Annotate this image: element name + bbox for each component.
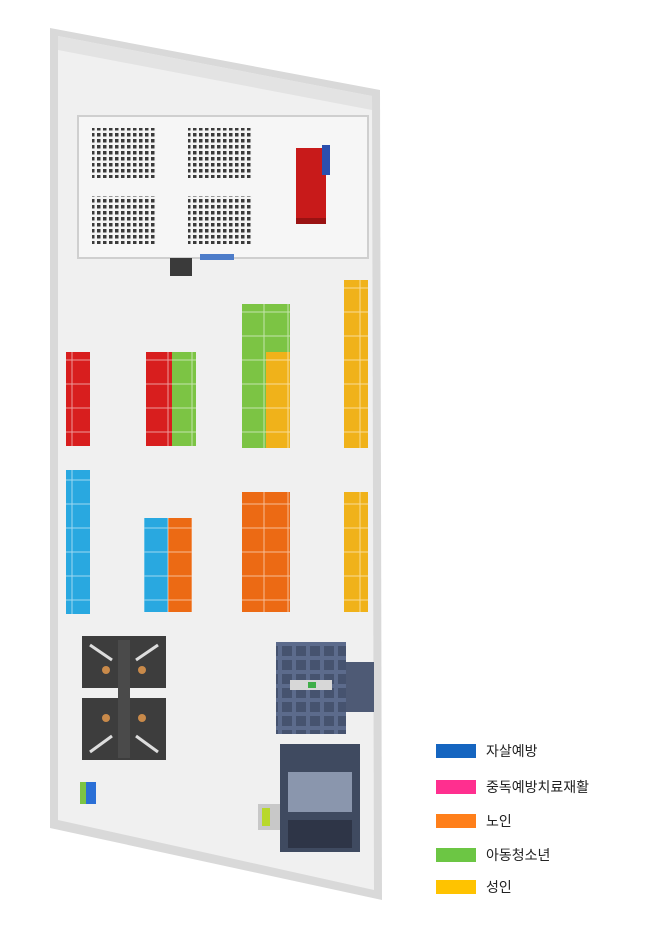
consultation-area xyxy=(276,642,374,734)
seminar-area xyxy=(77,115,369,276)
legend-label: 노인 xyxy=(486,814,512,830)
legend-label: 성인 xyxy=(486,880,512,896)
legend-item-youth: 아동청소년 xyxy=(436,844,550,866)
info-desk xyxy=(170,258,192,276)
booth-zone-orange xyxy=(242,492,290,612)
lounge-area xyxy=(82,636,166,760)
legend-item-adult: 성인 xyxy=(436,876,512,898)
legend-item-suicide-prevention: 자살예방 xyxy=(436,740,538,762)
booth-zone-yellow-top xyxy=(344,280,368,448)
booth-zone-green-center xyxy=(172,352,196,446)
booth-zone-yellow-bottom xyxy=(344,492,368,612)
legend-swatch xyxy=(436,780,476,794)
legend-label: 중독예방치료재활 xyxy=(486,780,590,796)
booth-zone-blue-center xyxy=(144,518,168,612)
booth-zone-orange-center xyxy=(168,518,192,612)
legend-item-addiction: 중독예방치료재활 xyxy=(436,776,589,798)
seating-block xyxy=(188,128,252,178)
seating-block xyxy=(92,196,156,244)
legend-label: 아동청소년 xyxy=(486,848,551,864)
counseling-booths xyxy=(258,744,360,852)
entrance-kiosk xyxy=(80,782,96,804)
stage xyxy=(296,145,330,224)
seating-block xyxy=(188,196,252,244)
legend-label: 자살예방 xyxy=(486,744,538,760)
legend-swatch xyxy=(436,814,476,828)
legend-swatch xyxy=(436,744,476,758)
legend-swatch xyxy=(436,848,476,862)
booth-zone-blue-left xyxy=(66,470,90,614)
booth-zone-red-left xyxy=(66,352,90,446)
booth-zone-green xyxy=(242,304,290,448)
legend: 자살예방 중독예방치료재활 노인 아동청소년 성인 xyxy=(436,740,636,900)
booth-zone-red-center xyxy=(146,352,172,446)
legend-item-elderly: 노인 xyxy=(436,810,512,832)
registration-counter xyxy=(200,254,234,260)
legend-swatch xyxy=(436,880,476,894)
seating-block xyxy=(92,128,156,178)
